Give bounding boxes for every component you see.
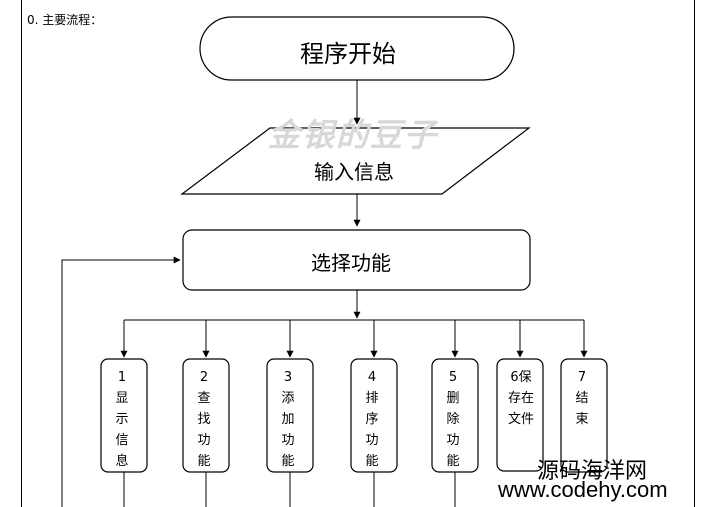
start-label: 程序开始 bbox=[300, 40, 396, 68]
branch-box bbox=[560, 358, 608, 473]
input-parallelogram bbox=[180, 127, 531, 195]
site-name: 源码海洋网 bbox=[537, 459, 648, 484]
loop-back-line bbox=[61, 256, 181, 507]
branch-label: 1显示信息 bbox=[115, 370, 129, 469]
branch-label: 4排序功能 bbox=[365, 370, 379, 469]
branch-label: 5删除功能 bbox=[446, 370, 460, 469]
input-label: 输入信息 bbox=[314, 160, 394, 184]
site-url: www.codehy.com bbox=[498, 477, 668, 502]
branch-box bbox=[496, 358, 544, 472]
branch-label: 6保存在文件 bbox=[507, 370, 534, 427]
section-heading: 0. 主要流程： bbox=[27, 13, 103, 27]
page-border-right bbox=[694, 0, 695, 507]
select-label: 选择功能 bbox=[311, 251, 391, 275]
watermark-text: 金银的豆子 bbox=[268, 116, 439, 154]
branch-label: 3添加功能 bbox=[281, 370, 295, 469]
page-border-left bbox=[21, 0, 22, 507]
branch-label: 7结束 bbox=[575, 370, 589, 427]
branch-label: 2查找功能 bbox=[197, 370, 211, 469]
